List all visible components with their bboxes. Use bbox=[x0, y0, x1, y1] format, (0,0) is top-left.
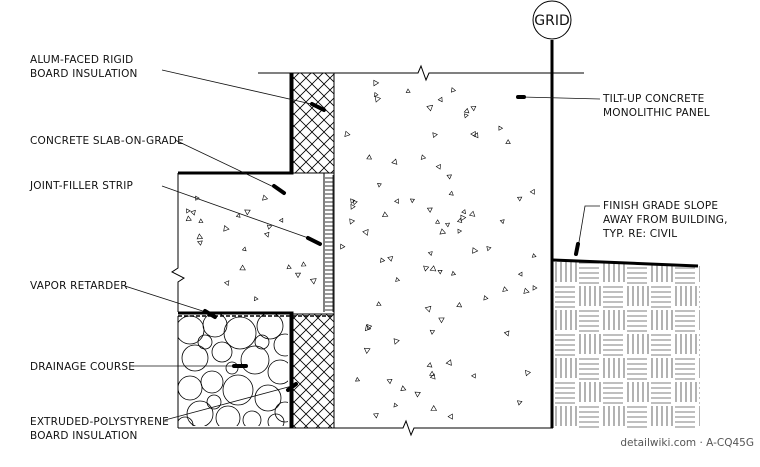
grid-label: GRID bbox=[534, 13, 570, 29]
watermark: detailwiki.com · A-CQ45G bbox=[620, 437, 754, 449]
label-alum-faced-line2: BOARD INSULATION bbox=[30, 68, 138, 80]
label-joint-filler: JOINT-FILLER STRIP bbox=[29, 180, 133, 192]
bottom-break-line bbox=[178, 419, 553, 437]
leader-dots bbox=[203, 95, 580, 392]
label-grade-line1: FINISH GRADE SLOPE bbox=[603, 200, 718, 212]
drainage-gravel bbox=[178, 314, 288, 426]
alum-faced-insulation-hatch bbox=[289, 72, 335, 174]
concrete-aggregate bbox=[185, 79, 538, 420]
slab-left-break bbox=[171, 173, 185, 312]
leaders bbox=[124, 69, 601, 421]
finish-grade-line bbox=[552, 258, 699, 268]
joint-filler-strip bbox=[325, 175, 334, 312]
label-grade-line2: AWAY FROM BUILDING, bbox=[603, 214, 728, 226]
label-drainage-course: DRAINAGE COURSE bbox=[30, 361, 135, 373]
label-alum-faced-line1: ALUM-FACED RIGID bbox=[30, 54, 133, 66]
soil-hatch bbox=[555, 262, 700, 428]
label-tilt-up-line1: TILT-UP CONCRETE bbox=[602, 93, 704, 105]
label-xps-line1: EXTRUDED-POLYSTYRENE bbox=[30, 416, 169, 428]
label-vapor-retarder: VAPOR RETARDER bbox=[30, 280, 128, 292]
vapor-retarder-line bbox=[178, 311, 294, 428]
grid-bubble: GRID bbox=[532, 0, 572, 40]
label-xps-line2: BOARD INSULATION bbox=[30, 430, 138, 442]
xps-insulation-hatch bbox=[289, 313, 335, 429]
label-slab-on-grade: CONCRETE SLAB-ON-GRADE bbox=[30, 135, 184, 147]
slab-top-line bbox=[178, 73, 294, 175]
label-grade-line3: TYP. RE: CIVIL bbox=[602, 228, 677, 240]
top-break-line bbox=[258, 64, 584, 82]
grid-circle bbox=[532, 0, 572, 40]
label-tilt-up-line2: MONOLITHIC PANEL bbox=[603, 107, 710, 119]
